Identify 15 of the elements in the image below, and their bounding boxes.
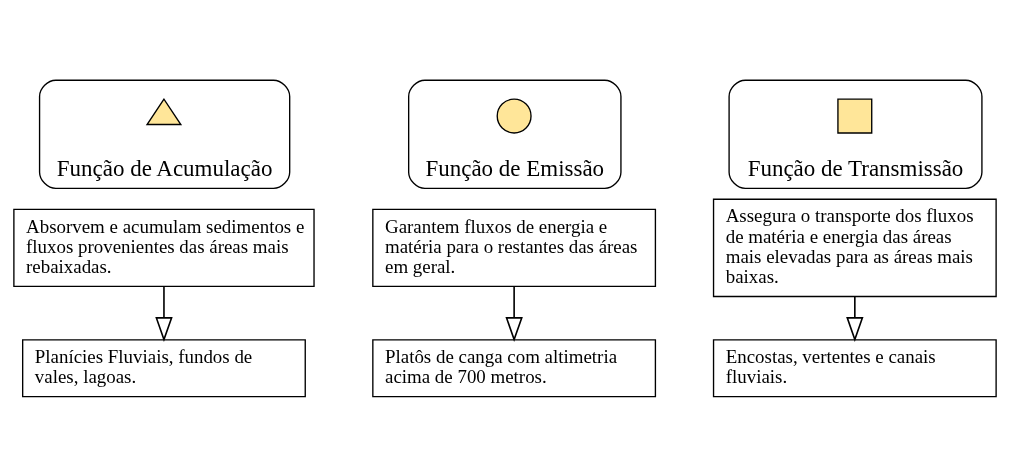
cluster: Função de Acumulação	[38, 79, 291, 190]
node-box: Absorvem e acumulam sedimentos e fluxos provenientes das áreas mais rebaixadas.	[13, 208, 315, 288]
node-box	[837, 98, 873, 134]
cluster: Função de Transmissão	[728, 79, 983, 190]
node-box: Platôs de canga com altimetria acima de 700 metros.	[372, 339, 657, 398]
cluster: Função de Emissão	[408, 79, 622, 190]
node-box: Planícies Fluviais, fundos de vales, lagoas.	[22, 339, 306, 398]
arrow	[155, 285, 173, 342]
arrow	[846, 295, 864, 342]
node-triangle	[145, 97, 183, 126]
node-box: Encostas, vertentes e canais fluviais.	[712, 339, 997, 398]
node-box: Garantem fluxos de energia e matéria para o restantes das áreas em geral.	[372, 208, 657, 288]
arrow	[505, 285, 523, 342]
node-box: Assegura o transporte dos fluxos de matéria e energia das áreas mais elevadas para as áreas mais baixas.	[712, 198, 997, 298]
node-circle	[496, 98, 532, 134]
